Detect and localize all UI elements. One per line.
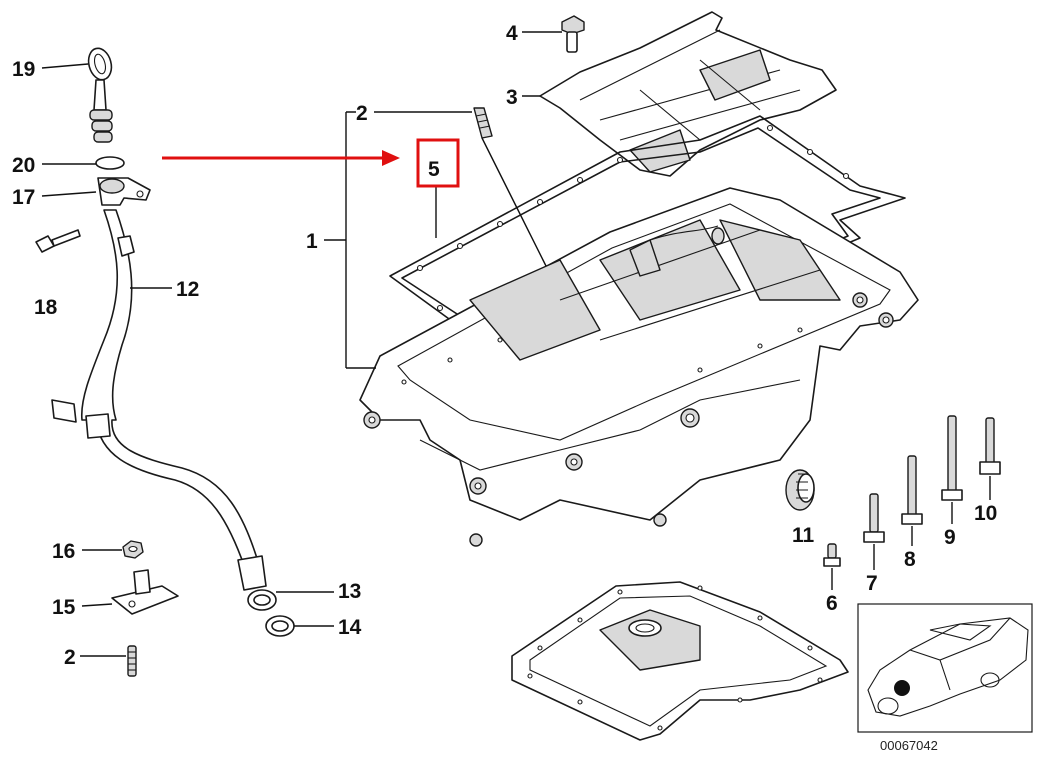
label-4: 4 [506, 22, 518, 45]
bolt-7 [863, 493, 885, 543]
label-20: 20 [12, 154, 35, 177]
o-ring-20 [95, 156, 125, 170]
highlight-box [416, 138, 460, 188]
label-18: 18 [34, 296, 58, 319]
stud-2-upper [473, 107, 493, 139]
highlight-arrow-head [382, 150, 400, 166]
dipstick-guide-tube [80, 209, 261, 569]
location-marker [894, 680, 910, 696]
vehicle-location-inset: 00067042 [857, 603, 1033, 753]
label-9: 9 [944, 526, 956, 549]
label-19: 19 [12, 58, 35, 81]
label-11: 11 [792, 524, 815, 547]
label-2-upper: 2 [356, 102, 368, 125]
oil-pan-upper-1 [359, 187, 919, 547]
stud-2-lower [127, 645, 137, 677]
label-15: 15 [52, 596, 76, 619]
highlight-overlay [162, 138, 460, 188]
bolt-9 [941, 415, 963, 501]
oil-pan-lower [511, 581, 849, 741]
label-14: 14 [338, 616, 362, 639]
bolt-18 [35, 229, 81, 253]
seal-13 [247, 589, 277, 611]
bolt-10 [979, 417, 1001, 475]
dipstick-seal [89, 109, 113, 121]
label-8: 8 [904, 548, 916, 571]
label-10: 10 [974, 502, 997, 525]
bolt-4 [561, 15, 585, 53]
label-17: 17 [12, 186, 35, 209]
label-13: 13 [338, 580, 361, 603]
part-labels: 19 20 17 18 12 16 15 2 13 14 4 3 2 [12, 22, 997, 669]
label-3: 3 [506, 86, 518, 109]
windage-tray-3 [539, 11, 837, 177]
dipstick-assembly [35, 47, 295, 677]
label-12: 12 [176, 278, 199, 301]
drain-plug-11 [785, 469, 815, 511]
seal-14 [265, 615, 295, 637]
bolt-8 [901, 455, 923, 525]
label-1: 1 [306, 230, 318, 253]
label-6: 6 [826, 592, 838, 615]
nut-16 [122, 540, 144, 559]
bolt-6 [823, 543, 841, 567]
label-5: 5 [428, 158, 440, 181]
diagram-code: 00067042 [880, 738, 938, 753]
label-16: 16 [52, 540, 75, 563]
label-7: 7 [866, 572, 878, 595]
label-2-lower: 2 [64, 646, 76, 669]
